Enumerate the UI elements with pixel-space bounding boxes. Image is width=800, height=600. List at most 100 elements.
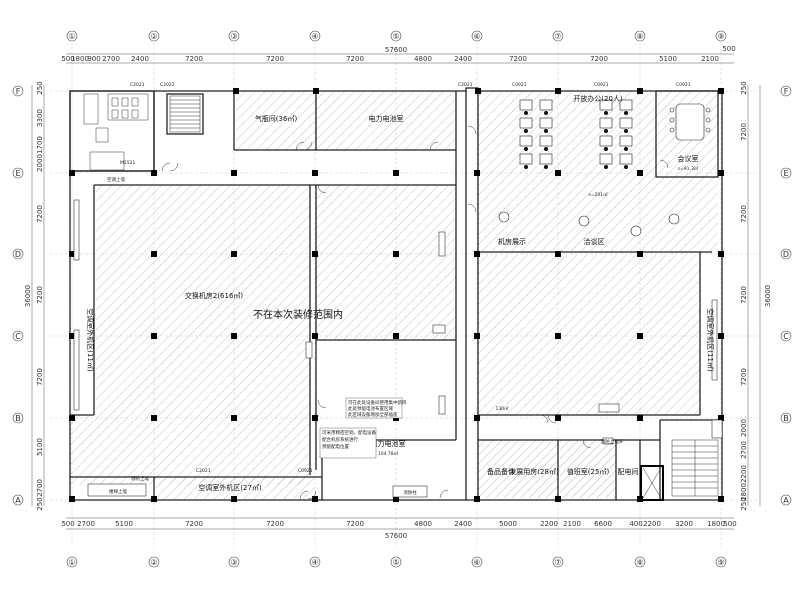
svg-text:⑥: ⑥ [473, 558, 480, 567]
svg-text:500: 500 [61, 55, 74, 63]
svg-text:C0921: C0921 [594, 82, 609, 88]
notes-block-2: 可采用精密空调，配电设备 配合机房系统进行 预留配电位置 [319, 427, 376, 459]
svg-text:500: 500 [723, 520, 736, 528]
svg-text:2200: 2200 [740, 465, 748, 483]
meeting-table [669, 103, 711, 141]
label-battery-room: 气瓶间(36㎡) [255, 114, 298, 123]
svg-text:2400: 2400 [131, 55, 149, 63]
svg-text:⑧: ⑧ [636, 32, 643, 41]
svg-text:7200: 7200 [740, 368, 748, 386]
svg-text:2100: 2100 [701, 55, 719, 63]
column-axis-top: ① ② ③ ④ ⑤ ⑥ ⑦ ⑧ ⑨ [66, 30, 727, 42]
dim-right-total: 36000 [764, 285, 772, 307]
svg-text:①: ① [68, 558, 75, 567]
svg-text:2700: 2700 [36, 479, 44, 497]
svg-text:7200: 7200 [740, 286, 748, 304]
hatch-spare [478, 440, 558, 498]
svg-text:2200: 2200 [540, 520, 558, 528]
label-right-hall-area: 130㎡ [495, 405, 509, 412]
svg-text:可在此处设备间使用集中新风: 可在此处设备间使用集中新风 [348, 399, 407, 406]
label-negotiation: 洽谈区 [584, 237, 605, 246]
svg-text:③: ③ [230, 32, 237, 41]
svg-text:2000: 2000 [740, 419, 748, 437]
svg-text:可采用精密空调，配电设备: 可采用精密空调，配电设备 [322, 429, 376, 436]
label-power-battery-area: 104.78㎡ [378, 450, 399, 457]
svg-text:2400: 2400 [454, 55, 472, 63]
hatch-right-hall [478, 255, 700, 415]
svg-text:②: ② [150, 32, 157, 41]
svg-text:此区域设备增加全部插座: 此区域设备增加全部插座 [348, 411, 398, 418]
svg-text:预留配电位置: 预留配电位置 [322, 443, 349, 450]
svg-text:⑦: ⑦ [554, 32, 561, 41]
svg-text:⑨: ⑨ [717, 558, 724, 567]
svg-text:⑨: ⑨ [717, 32, 724, 41]
svg-text:1700: 1700 [36, 136, 44, 154]
notes-block-1: 可在此处设备间使用集中新风 此处预留电池布置区域 此区域设备增加全部插座 [345, 397, 407, 419]
label-duty-room: 值班室(25㎡) [567, 467, 610, 476]
dim-left-total: 36000 [24, 285, 32, 307]
svg-text:2700: 2700 [102, 55, 120, 63]
svg-text:2800: 2800 [740, 483, 748, 501]
dimension-bottom [66, 517, 734, 530]
svg-text:7200: 7200 [509, 55, 527, 63]
svg-text:5100: 5100 [36, 438, 44, 456]
hatch-data-hall-mid [316, 185, 456, 340]
dim-top-segments: 500 1800 900 2700 2400 7200 7200 7200 48… [61, 45, 735, 63]
svg-text:7200: 7200 [185, 55, 203, 63]
label-ac-outdoor-right: 空调室外机区(11㎡) [706, 308, 715, 372]
svg-text:D: D [15, 250, 21, 259]
svg-text:C0921: C0921 [676, 82, 691, 88]
svg-text:7200: 7200 [740, 123, 748, 141]
label-stair-wall: 楼梯上墙 [109, 488, 127, 495]
label-ac-outdoor-bottom: 空调室外机区(27㎡) [198, 483, 262, 492]
svg-text:C: C [783, 332, 789, 341]
restroom-fixtures [83, 93, 149, 171]
svg-text:7200: 7200 [266, 55, 284, 63]
equipment-boxes [73, 199, 723, 498]
svg-text:A: A [783, 496, 789, 505]
svg-text:7200: 7200 [185, 520, 203, 528]
svg-text:C2022: C2022 [160, 82, 175, 88]
svg-text:⑤: ⑤ [392, 32, 399, 41]
svg-text:5000: 5000 [499, 520, 517, 528]
svg-text:4800: 4800 [414, 55, 432, 63]
label-machine-display: 机房展示 [498, 237, 526, 246]
svg-text:C0921: C0921 [298, 468, 313, 474]
dim-bottom-segments: 500 2700 5100 7200 7200 7200 4800 2400 5… [61, 520, 736, 528]
svg-text:F: F [784, 87, 789, 96]
svg-text:2000: 2000 [36, 154, 44, 172]
hatched-areas [70, 91, 718, 499]
svg-text:E: E [783, 169, 788, 178]
svg-text:500: 500 [722, 45, 735, 53]
svg-text:6600: 6600 [594, 520, 612, 528]
svg-text:250: 250 [740, 81, 748, 94]
svg-text:400: 400 [629, 520, 642, 528]
svg-text:250: 250 [740, 497, 748, 510]
hatch-data-hall-left [96, 185, 310, 415]
svg-text:4800: 4800 [414, 520, 432, 528]
stair-bottom-right [671, 439, 719, 497]
svg-text:5100: 5100 [659, 55, 677, 63]
svg-text:2400: 2400 [454, 520, 472, 528]
label-office-area: s=201㎡ [588, 191, 608, 198]
svg-text:7200: 7200 [740, 205, 748, 223]
elevator-shaft [640, 465, 664, 501]
hatch-duty [560, 440, 616, 498]
svg-text:⑥: ⑥ [473, 32, 480, 41]
row-axis-right: F E D C B A [780, 85, 792, 506]
svg-text:1800: 1800 [71, 55, 89, 63]
svg-text:7200: 7200 [346, 55, 364, 63]
svg-text:7200: 7200 [36, 286, 44, 304]
svg-text:①: ① [68, 32, 75, 41]
label-spare-parts: 备品备件 [487, 467, 515, 476]
svg-text:500: 500 [61, 520, 74, 528]
dim-bottom-total: 57600 [385, 532, 407, 540]
svg-text:D: D [783, 250, 789, 259]
dimension-top [66, 53, 734, 64]
svg-text:7200: 7200 [590, 55, 608, 63]
svg-text:⑦: ⑦ [554, 558, 561, 567]
svg-text:2700: 2700 [740, 441, 748, 459]
label-ac-outdoor-left: 空调室外机区(11㎡) [86, 308, 95, 372]
svg-text:2200: 2200 [643, 520, 661, 528]
